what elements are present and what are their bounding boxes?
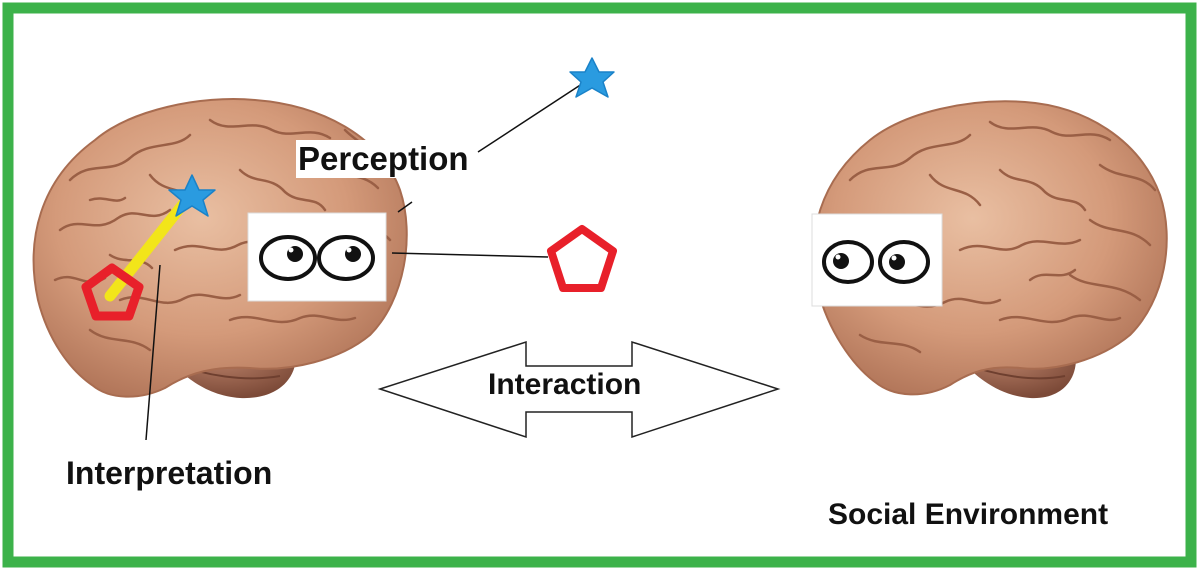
interaction-label: Interaction: [488, 368, 642, 401]
external-pentagon-icon: [547, 225, 617, 292]
left-eyes-icon: [247, 212, 387, 302]
external-star-icon: [569, 57, 615, 98]
social-environment-label: Social Environment: [828, 498, 1109, 531]
line-to-star-upper: [477, 79, 589, 153]
interaction-double-arrow-icon: [377, 340, 781, 439]
perception-label: Perception: [296, 140, 471, 178]
right-brain-icon: [812, 100, 1168, 399]
brain-star-icon: [168, 174, 216, 217]
brain-pentagon-icon: [81, 263, 144, 321]
line-to-star: [397, 201, 413, 213]
interpretation-label: Interpretation: [66, 455, 273, 491]
interpretation-pointer-line: [145, 264, 161, 441]
right-eyes-icon: [811, 213, 943, 307]
line-to-pentagon: [391, 252, 549, 258]
